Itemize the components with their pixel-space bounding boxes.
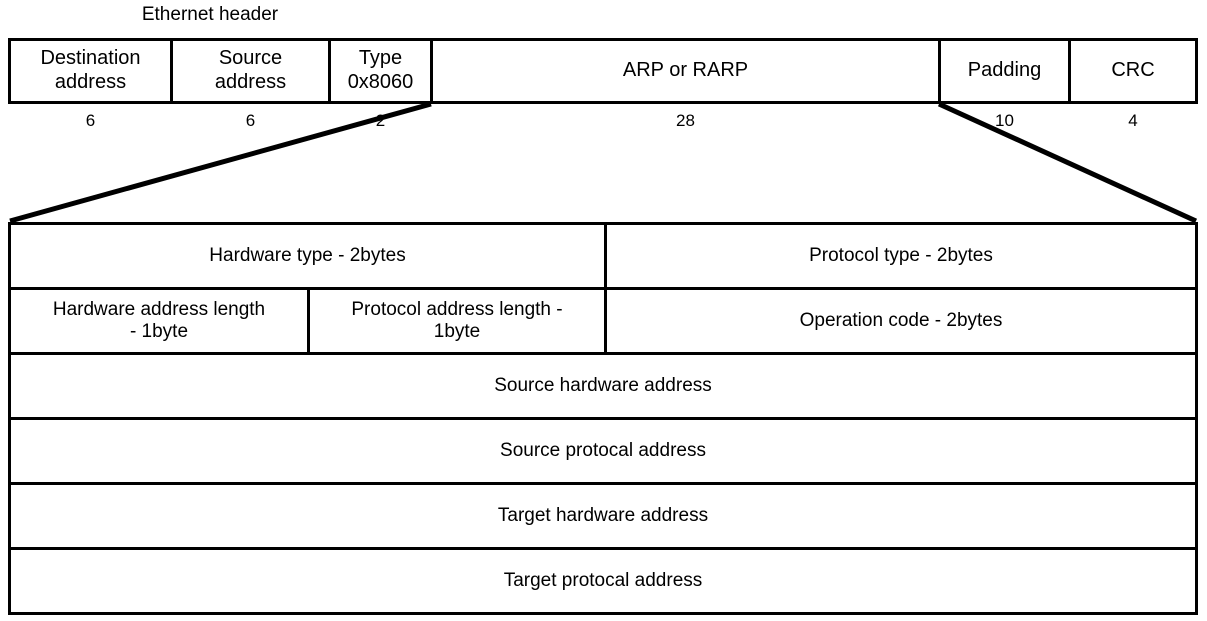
ethernet-field-padding: Padding [938, 38, 1071, 104]
arp-field-hardware-address-length: Hardware address length - 1byte [8, 287, 310, 355]
arp-field-source-protocol-address: Source protocal address [8, 417, 1198, 485]
ethernet-header-caption: Ethernet header [141, 4, 279, 25]
ethernet-field-type: Type 0x8060 [328, 38, 433, 104]
size-label-destination-address: 6 [85, 111, 96, 130]
arp-field-target-protocol-address: Target protocal address [8, 547, 1198, 615]
arp-field-target-hardware-address: Target hardware address [8, 482, 1198, 550]
arp-field-protocol-type: Protocol type - 2bytes [604, 222, 1198, 290]
ethernet-field-arp-or-rarp: ARP or RARP [430, 38, 941, 104]
ethernet-field-source-address: Source address [170, 38, 331, 104]
size-label-arp-or-rarp: 28 [676, 111, 695, 130]
size-label-type: 2 [375, 111, 386, 130]
size-label-crc: 4 [1128, 111, 1138, 130]
size-label-padding: 10 [995, 111, 1014, 130]
arp-field-operation-code: Operation code - 2bytes [604, 287, 1198, 355]
arp-field-protocol-address-length: Protocol address length - 1byte [307, 287, 607, 355]
arp-field-source-hardware-address: Source hardware address [8, 352, 1198, 420]
ethernet-field-destination-address: Destination address [8, 38, 173, 104]
size-label-source-address: 6 [245, 111, 256, 130]
arp-field-hardware-type: Hardware type - 2bytes [8, 222, 607, 290]
ethernet-field-crc: CRC [1068, 38, 1198, 104]
